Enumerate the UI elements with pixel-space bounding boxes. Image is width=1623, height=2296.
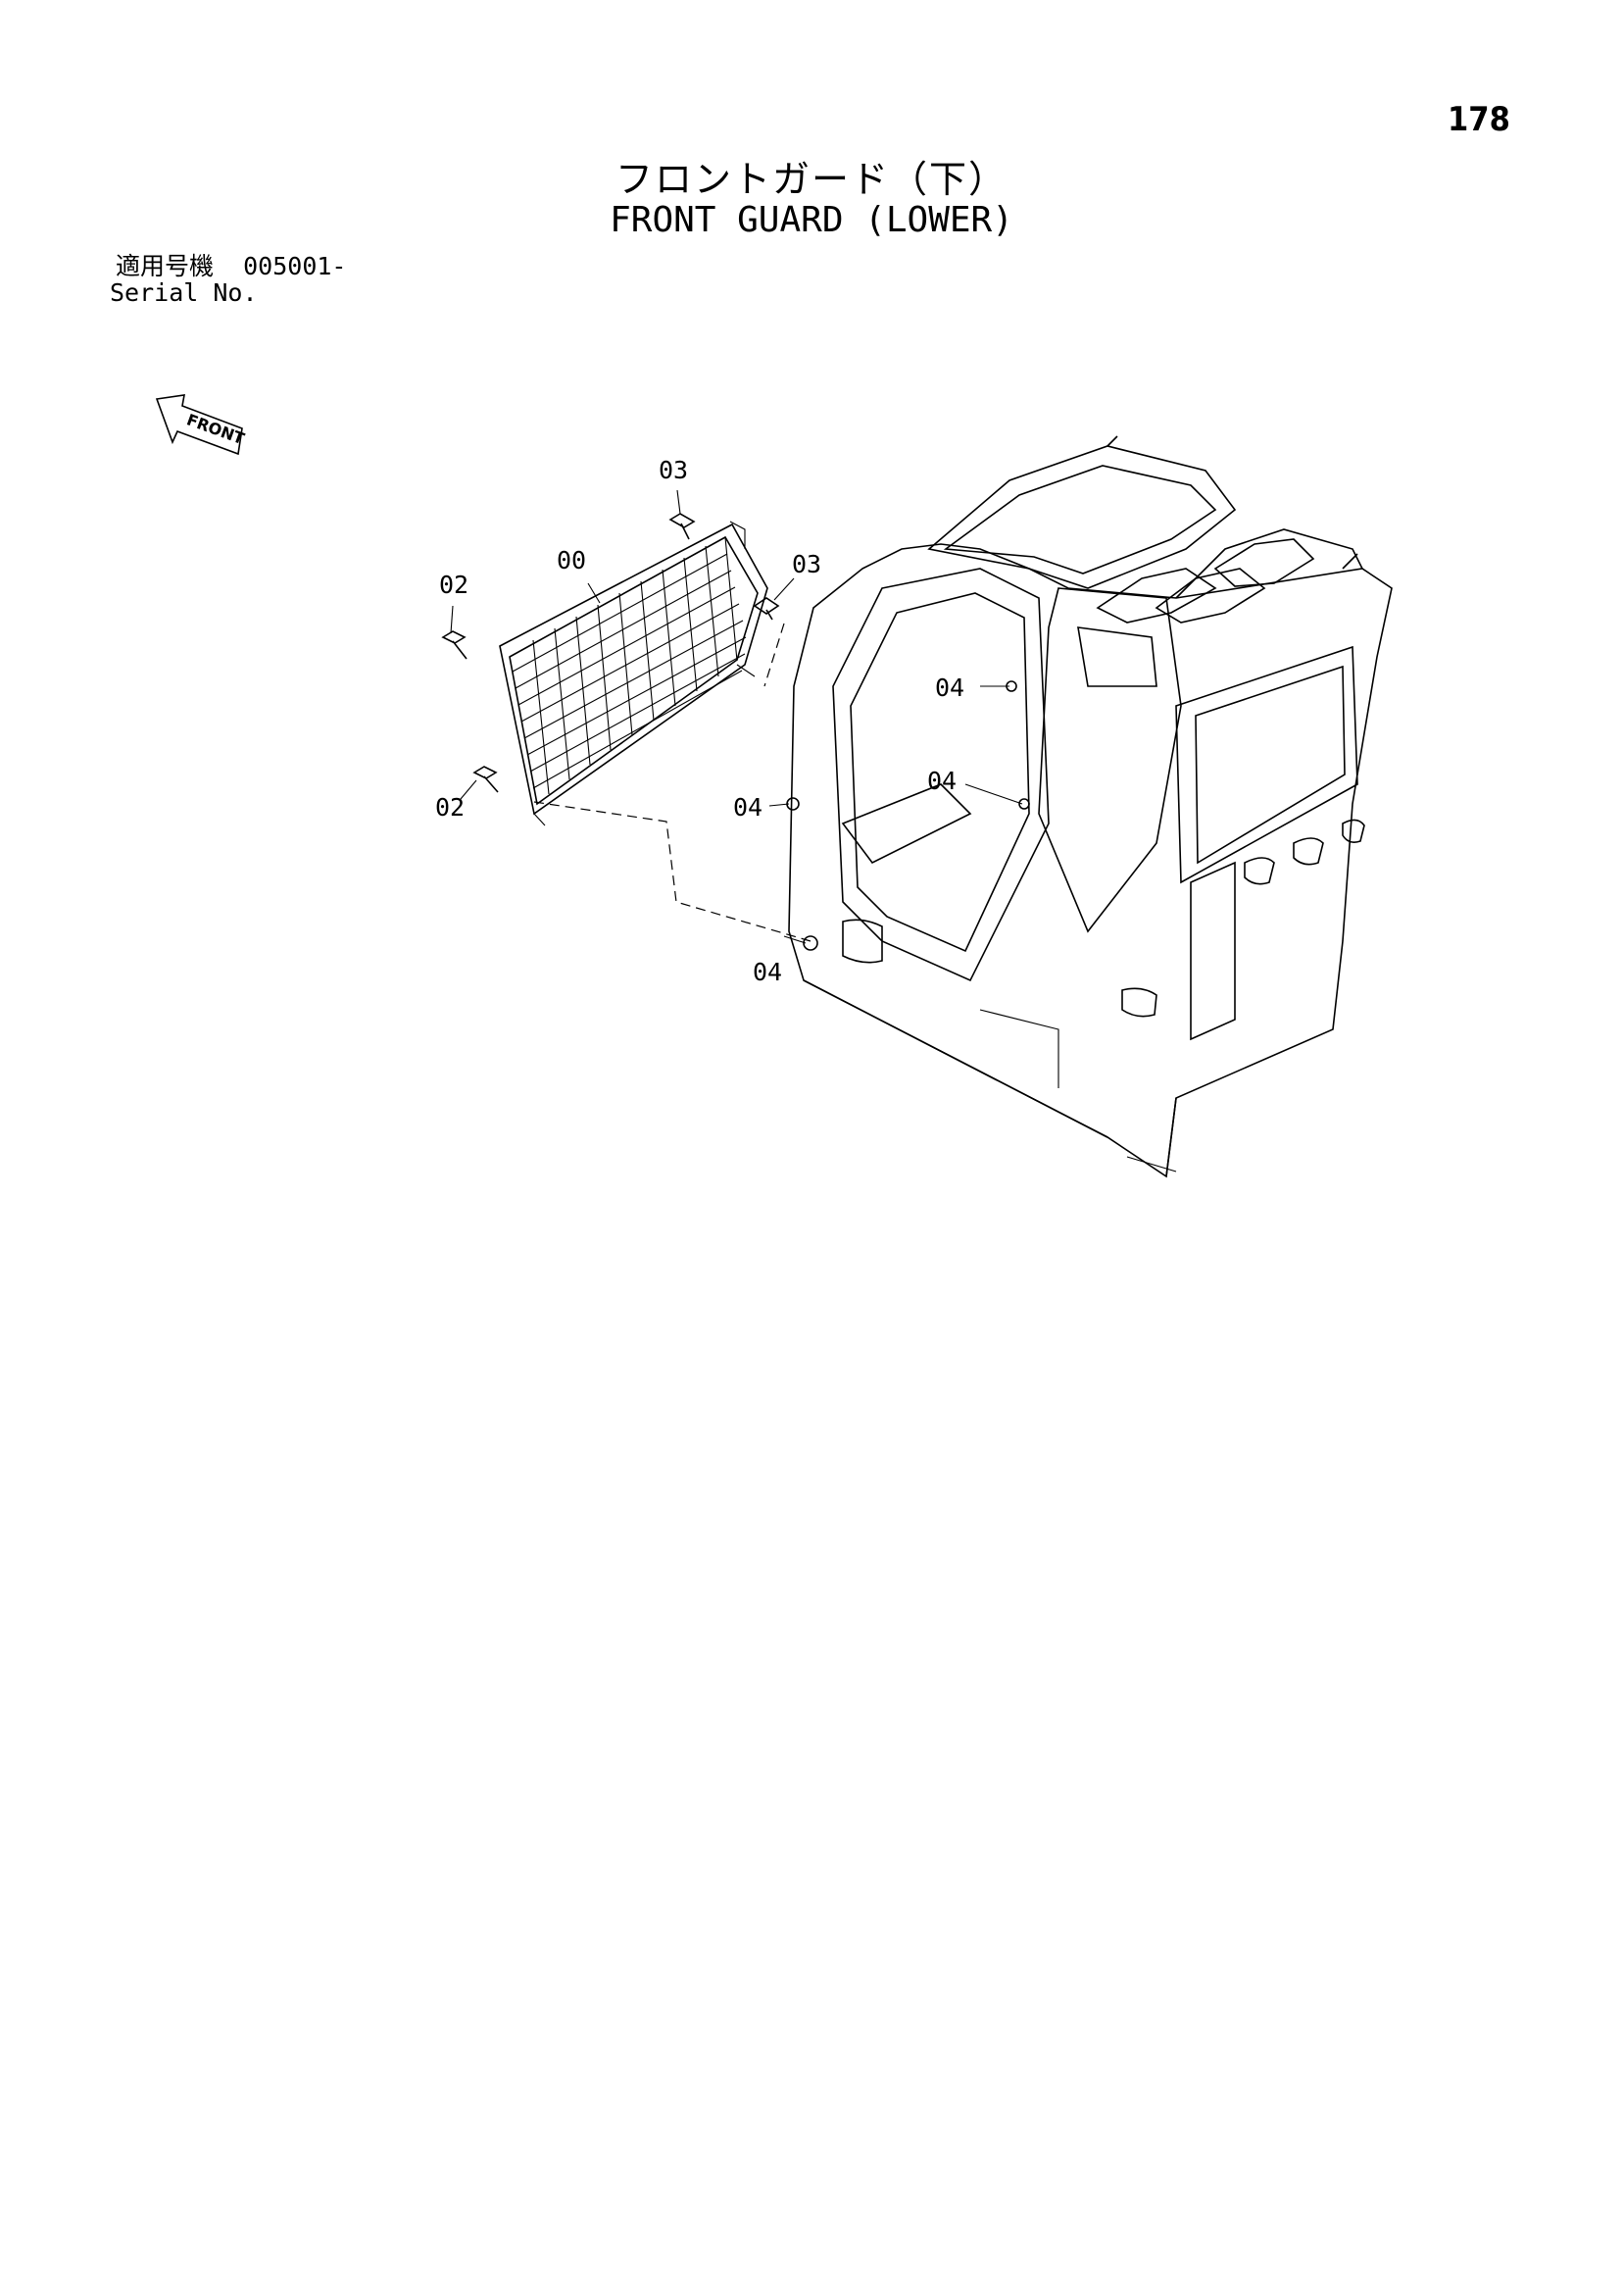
- callout-04-upper: 04: [935, 674, 964, 702]
- callout-04-middle: 04: [927, 767, 957, 795]
- serial-value: 005001-: [243, 252, 347, 280]
- callout-02-upper: 02: [439, 571, 468, 599]
- front-arrow-icon: FRONT: [155, 394, 247, 456]
- callout-04-left: 04: [733, 793, 762, 822]
- bolt-icon: [441, 513, 1030, 951]
- front-arrow-label: FRONT: [184, 410, 247, 448]
- serial-block: 適用号機 005001- Serial No.: [110, 252, 347, 306]
- cab-outline: [788, 435, 1393, 1178]
- callout-00: 00: [557, 546, 586, 574]
- callout-03-right: 03: [792, 550, 821, 578]
- page-number: 178: [1448, 100, 1510, 139]
- callout-03-upper: 03: [659, 456, 688, 484]
- serial-label-jp: 適用号機: [116, 252, 215, 280]
- page-title: FRONT GUARD (LOWER): [610, 200, 1013, 240]
- callout-04-lower: 04: [753, 958, 782, 986]
- front-guard-mesh: [499, 521, 768, 826]
- callout-02-lower: 02: [435, 793, 465, 822]
- serial-label-en: Serial No.: [110, 278, 258, 307]
- assembly-dash-line: [533, 801, 812, 942]
- leader-lines: [450, 489, 1023, 944]
- page-title-japanese: フロントガード（下）: [615, 158, 1008, 201]
